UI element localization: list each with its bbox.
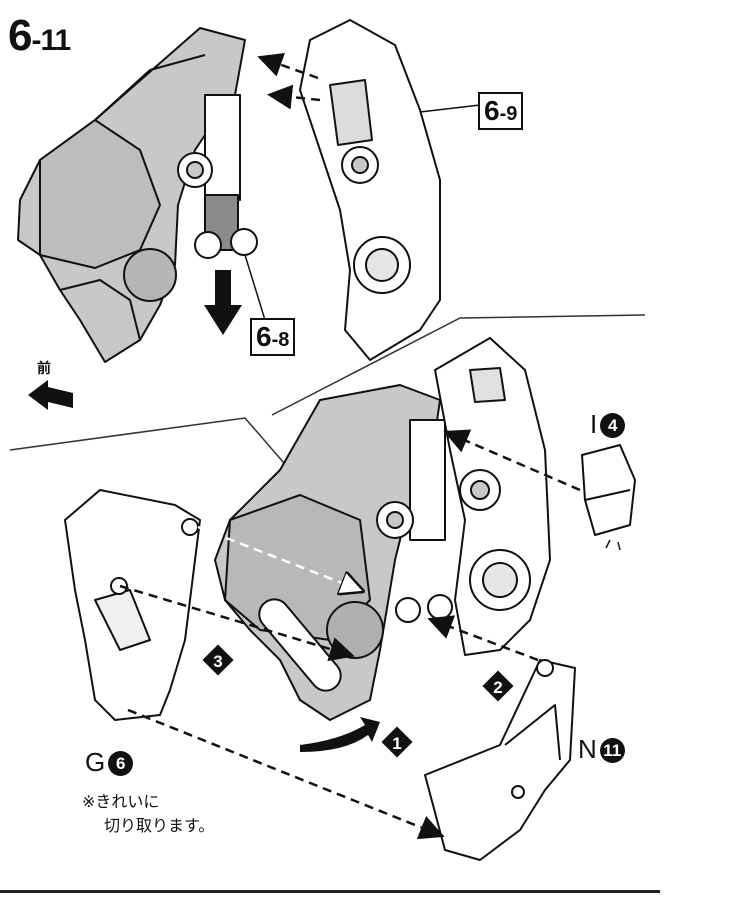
leader-lines: [244, 104, 481, 321]
upper-leg-armor-assembly: [17, 19, 441, 363]
ref-box-6-9-minor: -9: [499, 103, 518, 125]
order-marker-1: 1: [381, 726, 413, 758]
part-label-g6-letter: G: [85, 747, 106, 777]
order-marker-2: 2: [482, 670, 514, 702]
order-marker-2-label: 2: [493, 678, 502, 697]
front-arrow-icon: [28, 380, 73, 410]
lower-leg-armor-assembly: [64, 337, 636, 861]
ref-box-6-9: 6-9: [478, 92, 524, 130]
step-number: 6-11: [8, 11, 71, 63]
ref-box-6-8: 6-8: [250, 318, 296, 356]
order-marker-1-label: 1: [392, 734, 401, 753]
ref-box-6-9-major: 6: [484, 95, 500, 126]
ref-box-6-8-major: 6: [256, 321, 272, 352]
step-number-major: 6: [8, 11, 33, 60]
order-marker-3-label: 3: [213, 652, 222, 671]
part-label-i4-number: 4: [600, 413, 626, 438]
part-label-n11-number: 11: [599, 738, 625, 763]
cut-note-line2: 切り取ります。: [104, 816, 215, 835]
lower-insert-arrows: [119, 429, 581, 840]
cut-note-line1: ※きれいに: [82, 792, 160, 811]
part-label-n11-letter: N: [578, 734, 597, 764]
cut-mark-icon: [605, 539, 621, 551]
order-marker-3: 3: [202, 644, 234, 676]
upper-insert-arrows: [257, 52, 321, 110]
down-arrow-icon: [204, 270, 242, 335]
part-label-i4-letter: I: [590, 409, 598, 439]
part-label-g6-number: 6: [108, 751, 134, 776]
front-direction-label: 前: [37, 360, 51, 376]
zoom-callout-outline: [9, 314, 646, 471]
cut-note: ※きれいに 切り取ります。: [82, 790, 214, 838]
step-number-minor: -11: [31, 24, 71, 57]
rotate-arrow-icon: [300, 717, 380, 752]
ref-box-6-8-minor: -8: [271, 329, 290, 351]
bottom-divider: [0, 890, 660, 893]
